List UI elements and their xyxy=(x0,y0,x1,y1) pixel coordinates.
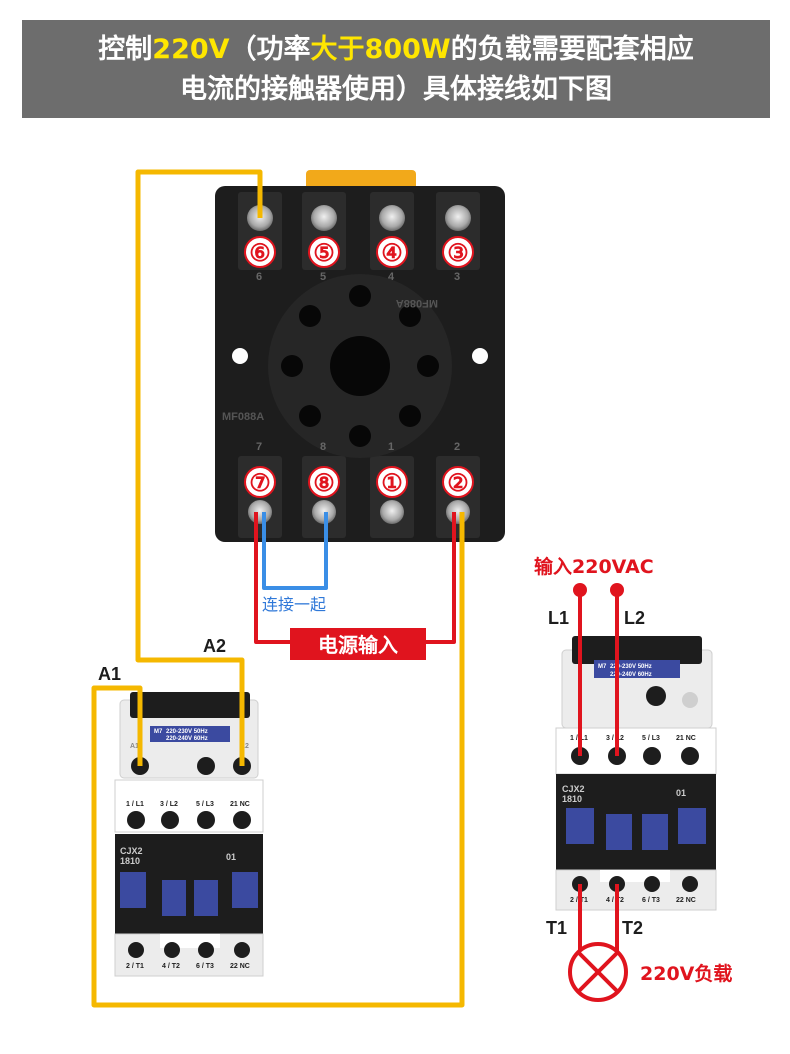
socket-mount-hole-right xyxy=(472,348,488,364)
contactor-left-term-3l2: 3 / L2 xyxy=(160,801,178,808)
wire-yellow-6-to-a2 xyxy=(135,169,263,766)
socket-top-terminal-badges: ⑥ ⑤ ④ ③ xyxy=(244,236,474,268)
socket-model-mark: MF088A xyxy=(222,411,264,423)
coil-prefix-right: M7 xyxy=(598,664,607,670)
svg-text:7: 7 xyxy=(256,441,262,453)
wire-red-power-7 xyxy=(254,512,290,644)
contactor-left-term-6t3: 6 / T3 xyxy=(196,963,214,970)
banner-highlight-voltage: 220V xyxy=(152,34,230,65)
contactor-right-model: CJX2 xyxy=(562,784,585,794)
socket-pin-holes xyxy=(281,285,439,447)
svg-text:6: 6 xyxy=(256,271,262,283)
contactor-right-model-num: 1810 xyxy=(562,794,582,804)
t1-label: T1 xyxy=(546,918,567,938)
contactor-left-term-22nc: 22 NC xyxy=(230,963,250,970)
l1-label: L1 xyxy=(548,608,569,628)
contactor-right-term-21nc: 21 NC xyxy=(676,735,696,742)
terminal-5-label: ⑤ xyxy=(313,240,335,267)
socket-model-mark-mirror: MF088A xyxy=(396,297,438,309)
input-220vac-label: 输入220VAC xyxy=(534,555,654,578)
socket-molded-numbers: 6 5 4 3 7 8 1 2 xyxy=(256,271,460,453)
coil-rating-1-right: 220-230V 50Hz xyxy=(610,664,652,670)
power-input-label: 电源输入 xyxy=(318,633,398,657)
load-lamp-icon xyxy=(568,942,628,1002)
contactor-right-term-5l3: 5 / L3 xyxy=(642,735,660,742)
wire-yellow-a1-to-2 xyxy=(91,512,465,1008)
terminal-6-label: ⑥ xyxy=(249,240,271,267)
socket-mount-hole-left xyxy=(232,348,248,364)
title-banner: 控制220V（功率大于800W的负载需要配套相应 电流的接触器使用）具体接线如下… xyxy=(22,20,770,118)
terminal-7-label: ⑦ xyxy=(249,470,271,497)
terminal-4-label: ④ xyxy=(381,240,403,267)
wire-blue-7-to-8 xyxy=(262,512,328,590)
banner-text: 的负载需要配套相应 xyxy=(450,34,694,65)
a1-label: A1 xyxy=(98,664,121,684)
banner-line-2: 电流的接触器使用）具体接线如下图 xyxy=(180,74,612,105)
coil-rating-1: 220-230V 50Hz xyxy=(166,729,208,735)
terminal-3-label: ③ xyxy=(447,240,469,267)
contactor-left-term-2t1: 2 / T1 xyxy=(126,963,144,970)
input-l1-dot xyxy=(573,583,587,597)
l2-label: L2 xyxy=(624,608,645,628)
contactor-right-term-6t3: 6 / T3 xyxy=(642,897,660,904)
wire-red-power-2 xyxy=(426,512,456,644)
contactor-left-term-4t2: 4 / T2 xyxy=(162,963,180,970)
contactor-right-aux: 01 xyxy=(676,788,686,798)
terminal-8-label: ⑧ xyxy=(313,470,335,497)
t2-label: T2 xyxy=(622,918,643,938)
coil-a1-mark: A1 xyxy=(130,743,139,750)
contactor-right-term-22nc: 22 NC xyxy=(676,897,696,904)
contactor-left-model: CJX2 xyxy=(120,846,143,856)
terminal-1-label: ① xyxy=(381,470,403,497)
relay-socket: MF088A MF088A 6 5 4 3 7 8 1 2 ⑥ xyxy=(215,170,505,542)
socket-bottom-terminal-badges: ⑦ ⑧ ① ② xyxy=(244,466,474,498)
coil-a2-mark: A2 xyxy=(240,743,249,750)
contactor-left-term-5l3: 5 / L3 xyxy=(196,801,214,808)
contactor-left-term-21nc: 21 NC xyxy=(230,801,250,808)
svg-text:3: 3 xyxy=(454,271,460,283)
a2-label: A2 xyxy=(203,636,226,656)
socket-center-hole xyxy=(330,336,390,396)
svg-text:1: 1 xyxy=(388,441,394,453)
svg-text:8: 8 xyxy=(320,441,326,453)
power-input-box xyxy=(290,628,426,660)
coil-rating-2: 220-240V 60Hz xyxy=(166,736,208,742)
coil-rating-2-right: 220-240V 60Hz xyxy=(610,672,652,678)
contactor-left: M7 220-230V 50Hz 220-240V 60Hz A1 A2 1 /… xyxy=(114,692,264,977)
banner-text: 控制 xyxy=(98,34,153,65)
input-l2-dot xyxy=(610,583,624,597)
connect-together-label: 连接一起 xyxy=(262,595,326,614)
svg-text:5: 5 xyxy=(320,271,326,283)
contactor-left-aux: 01 xyxy=(226,852,236,862)
load-220v-label: 220V负载 xyxy=(640,962,732,985)
terminal-2-label: ② xyxy=(447,470,469,497)
contactor-left-term-1l1: 1 / L1 xyxy=(126,801,144,808)
svg-text:2: 2 xyxy=(454,441,460,453)
banner-highlight-power: 大于800W xyxy=(310,34,451,65)
coil-prefix: M7 xyxy=(154,729,163,735)
banner-text: （功率 xyxy=(229,34,311,65)
svg-text:4: 4 xyxy=(388,271,395,283)
banner-line-1: 控制220V（功率大于800W的负载需要配套相应 xyxy=(22,32,770,68)
contactor-left-model-num: 1810 xyxy=(120,856,140,866)
